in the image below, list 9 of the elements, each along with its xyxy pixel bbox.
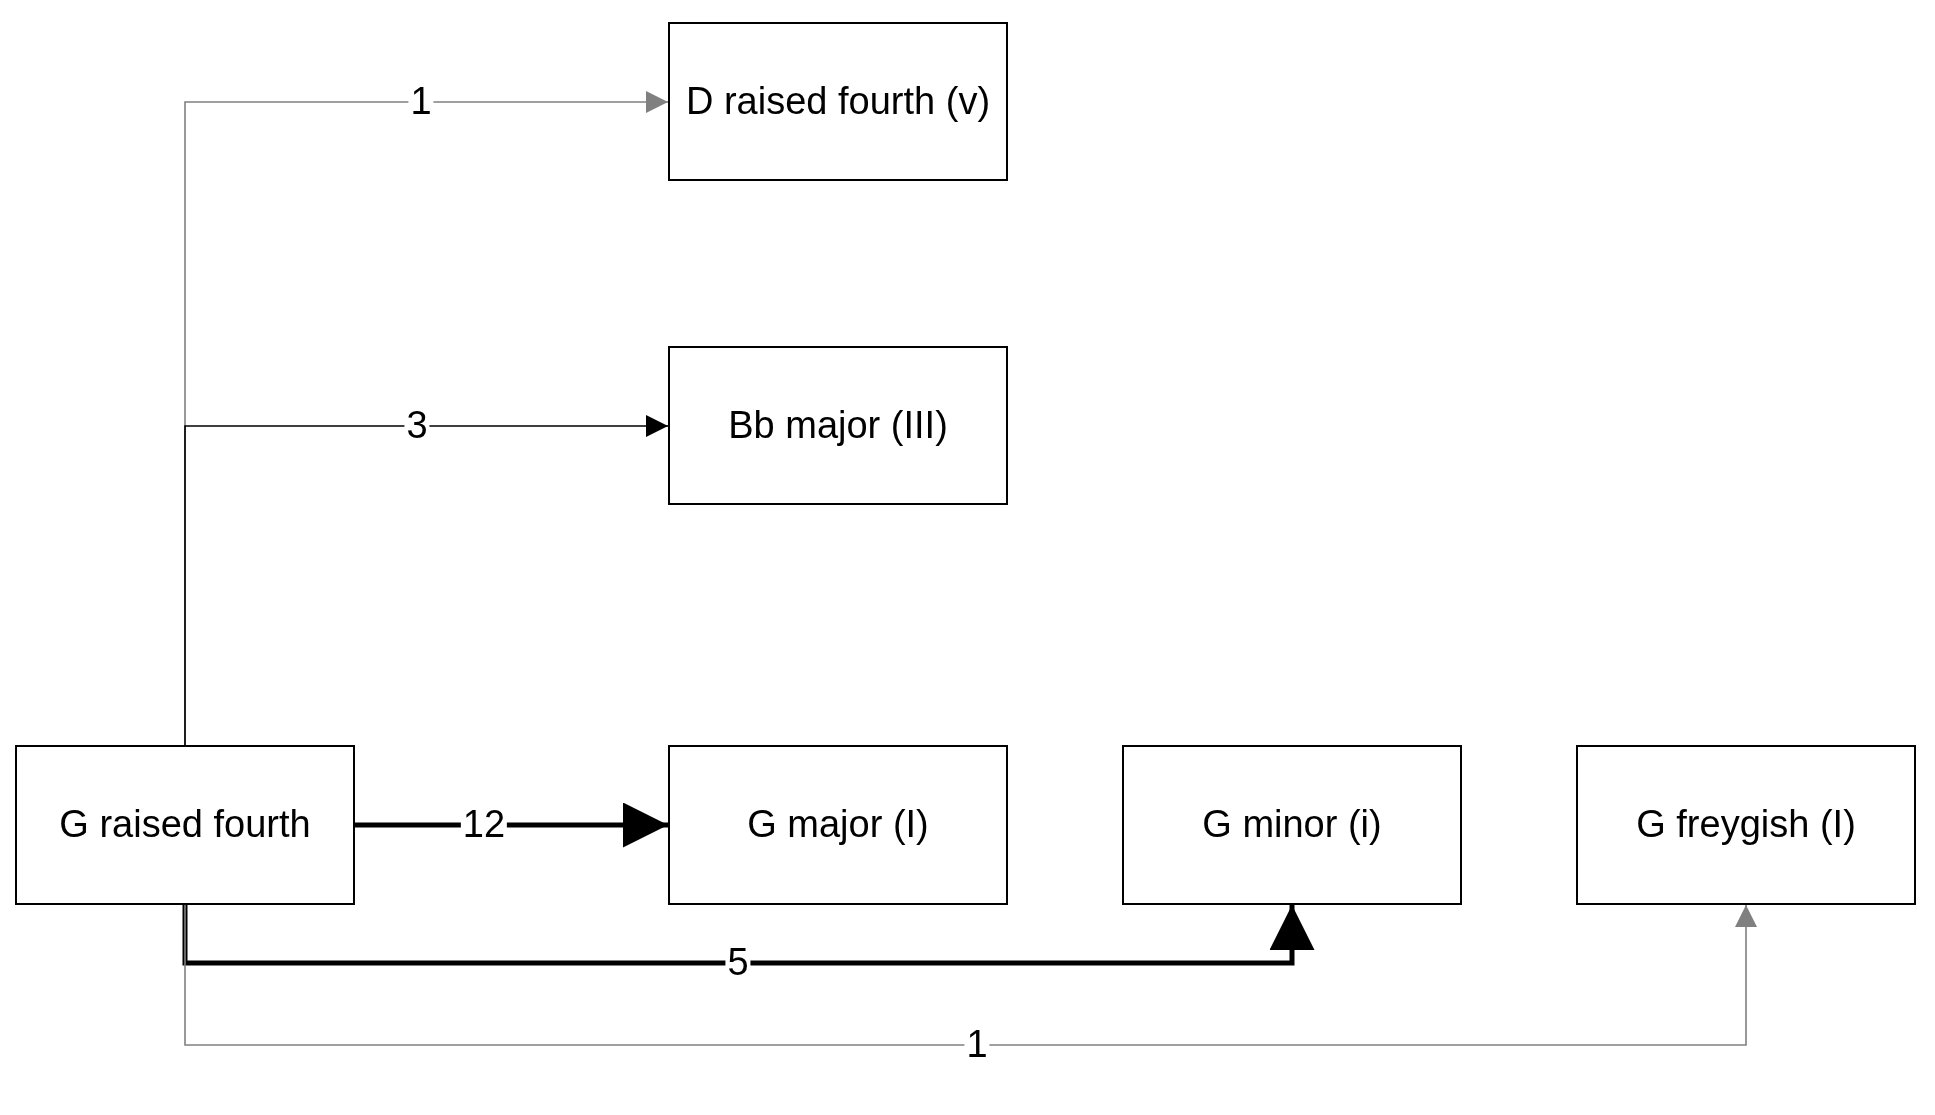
- arrow: [184, 904, 1758, 1046]
- state-box: G minor (i): [1122, 745, 1462, 905]
- state-box: G raised fourth: [15, 745, 355, 905]
- arrow: [182, 905, 1315, 966]
- state-box: D raised fourth (v): [668, 22, 1008, 181]
- state-box: Bb major (III): [668, 346, 1008, 505]
- arrow: [184, 414, 669, 746]
- state-box: G major (I): [668, 745, 1008, 905]
- state-box: G freygish (I): [1576, 745, 1916, 905]
